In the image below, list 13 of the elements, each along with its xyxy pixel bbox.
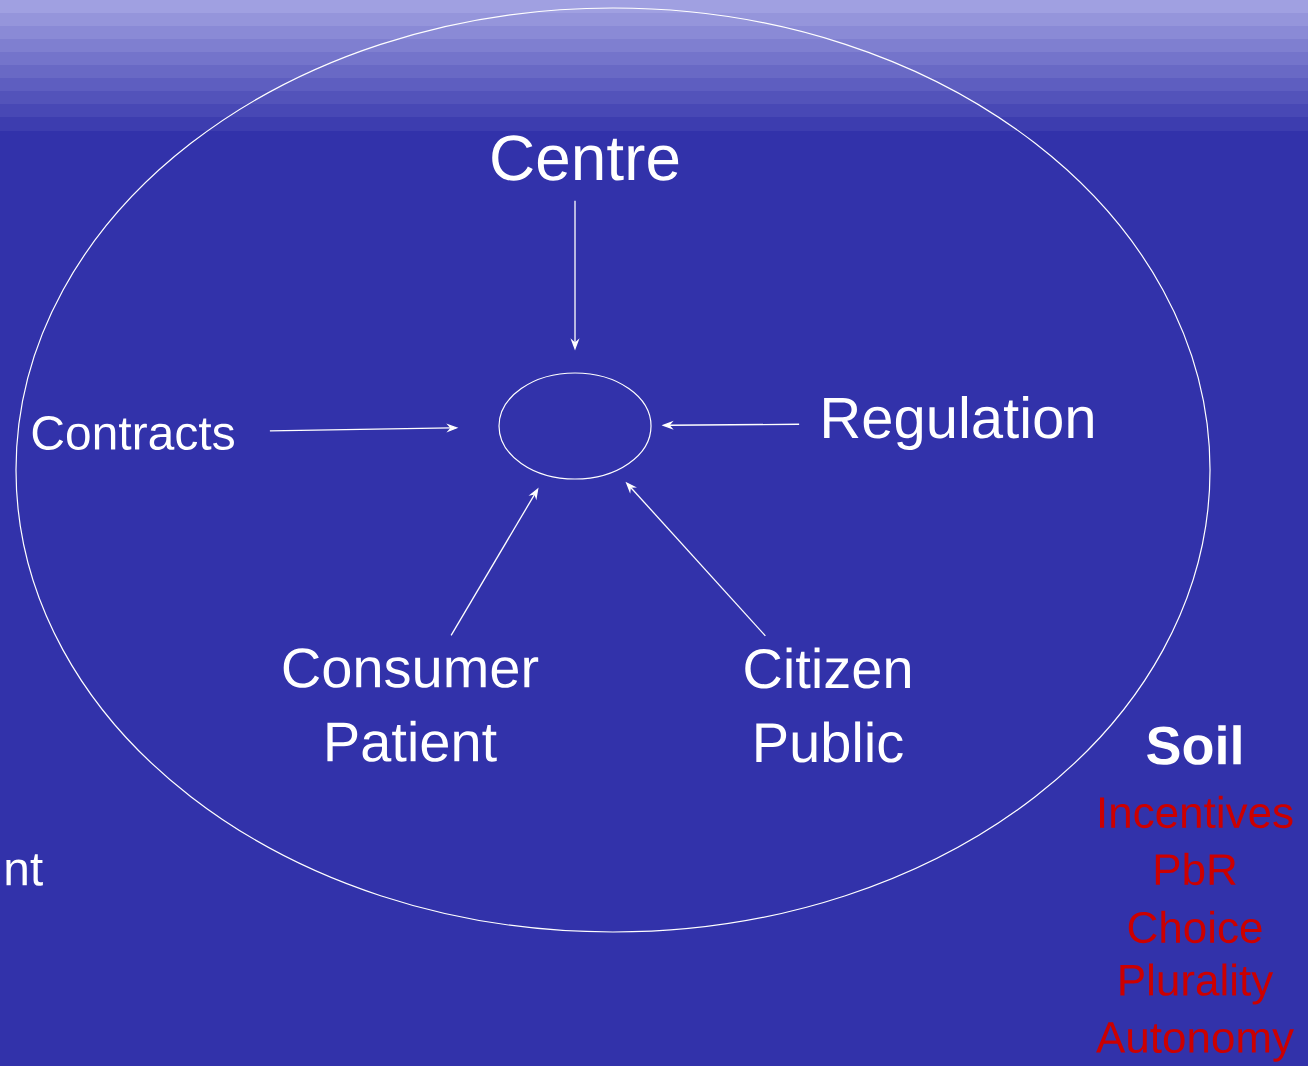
list-item: PbR xyxy=(1155,852,1236,886)
list-item: Autonomy xyxy=(1096,1022,1294,1062)
node-label: Centre xyxy=(492,135,679,181)
list-item: Choice xyxy=(1128,910,1262,944)
list-item: Plurality xyxy=(1120,963,1274,1005)
node-label: Contracts xyxy=(32,416,234,450)
node-label: Citizen Public xyxy=(745,647,910,763)
ellipse-node xyxy=(498,372,652,480)
node-label: Regulation xyxy=(824,395,1093,451)
cut-off-text: nt xyxy=(6,854,43,886)
heading-label: Soil xyxy=(1147,725,1241,765)
node-label: Consumer Patient xyxy=(283,648,539,762)
list-item: Incentives xyxy=(1100,795,1293,829)
